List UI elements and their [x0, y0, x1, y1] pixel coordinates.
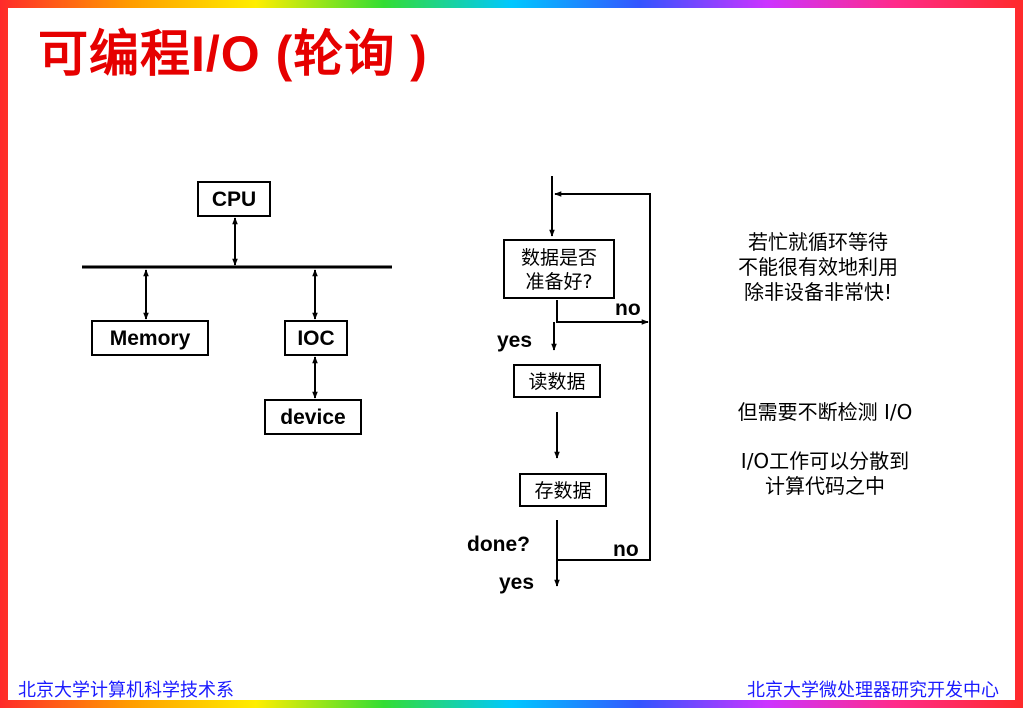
system-block-diagram: CPU Memory IOC device: [82, 181, 392, 435]
done-label: done?: [467, 533, 530, 556]
device-label: device: [280, 406, 345, 429]
distribute-note-line1: I/O工作可以分散到: [740, 449, 910, 473]
busy-note-line3: 除非设备非常快!: [743, 280, 893, 304]
memory-box: [91, 320, 209, 356]
polling-flowchart: 数据是否 准备好? no yes 读数据 存数据 done? no yes: [467, 176, 651, 594]
no-label-1: no: [615, 297, 641, 320]
read-data-label: 读数据: [528, 371, 585, 393]
busy-note-line1: 若忙就循环等待: [748, 230, 888, 254]
footer-left: 北京大学计算机科学技术系: [18, 680, 234, 700]
detect-note-line: 但需要不断检测 I/O: [737, 400, 913, 424]
loop-back-line: [554, 191, 651, 561]
yes-label-2: yes: [499, 571, 534, 594]
device-box: [264, 399, 362, 435]
store-data-box: [519, 473, 607, 507]
cpu-label: CPU: [212, 188, 256, 211]
store-data-label: 存数据: [534, 480, 591, 502]
distribute-note-line2: 计算代码之中: [765, 474, 885, 498]
ready-check-box: [503, 239, 615, 299]
ready-check-line1: 数据是否: [521, 247, 597, 269]
programmed-io-diagram: CPU Memory IOC device 数据是否 准备好? no: [82, 176, 651, 594]
ioc-label: IOC: [297, 327, 334, 350]
detect-note: 但需要不断检测 I/O: [708, 400, 942, 425]
yes-label-1: yes: [497, 329, 532, 352]
slide-title: 可编程I/O (轮询 ): [38, 26, 428, 82]
ready-check-line2: 准备好?: [525, 271, 592, 293]
no-branch-1-arrow: [556, 300, 649, 325]
ioc-box: [284, 320, 348, 356]
cpu-box: [197, 181, 271, 217]
busy-wait-note: 若忙就循环等待 不能很有效地利用 除非设备非常快!: [708, 230, 928, 305]
busy-note-line2: 不能很有效地利用: [738, 255, 898, 279]
slide: 可编程I/O (轮询 ) CPU Memory IOC device: [8, 8, 1015, 700]
memory-label: Memory: [110, 327, 191, 350]
no-label-2: no: [613, 538, 639, 561]
read-data-box: [513, 364, 601, 398]
distribute-note: I/O工作可以分散到 计算代码之中: [708, 449, 942, 499]
footer-right: 北京大学微处理器研究开发中心: [747, 680, 999, 700]
